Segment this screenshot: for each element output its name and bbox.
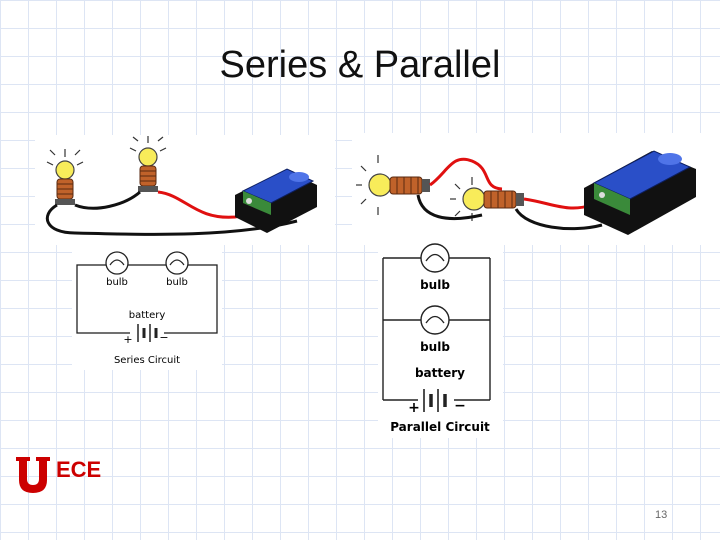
page-number: 13 [655,509,668,521]
series-schematic-battery-icon [130,323,164,343]
parallel-schematic-bulb-1-icon [420,243,450,273]
series-illustration [35,135,335,245]
parallel-schematic: bulb bulb battery + − Parallel Circuit [378,240,503,438]
series-minus-sign: − [159,331,168,344]
series-bulb-2-label: bulb [166,277,188,288]
parallel-plus-sign: + [408,400,420,416]
series-battery-icon [235,168,317,233]
parallel-illustration-svg [356,150,696,235]
parallel-battery-icon [584,150,696,235]
parallel-schematic-bulb-2-icon [420,305,450,335]
parallel-bulb-1-icon [356,155,430,215]
series-caption: Series Circuit [114,355,180,366]
series-schematic: bulb bulb battery + − Series Circuit [72,245,222,370]
series-illustration-svg [45,136,317,236]
u-ece-logo-svg: ECE [16,457,101,493]
parallel-schematic-svg: bulb bulb battery + − Parallel Circuit [382,243,491,434]
series-schematic-bulb-1-icon [105,251,129,275]
parallel-caption: Parallel Circuit [390,420,490,434]
parallel-wire-black-1 [416,194,483,221]
parallel-schematic-battery-icon [418,388,454,414]
u-block-icon [16,457,50,493]
parallel-wire-red-2 [523,197,593,210]
parallel-bulb-2-label: bulb [420,340,450,354]
series-schematic-bulb-2-icon [165,251,189,275]
parallel-wire-black-2 [514,208,603,231]
slide-title: Series & Parallel [219,44,501,86]
parallel-bulb-2-icon [450,177,524,221]
series-wire-black [45,203,298,236]
ece-logo-text: ECE [56,457,101,482]
series-bulb-1-label: bulb [106,277,128,288]
series-schematic-svg: bulb bulb battery + − Series Circuit [76,251,218,366]
series-battery-label: battery [129,310,166,321]
parallel-illustration [352,133,720,245]
parallel-bulb-1-label: bulb [420,278,450,292]
parallel-minus-sign: − [454,398,466,414]
parallel-wire-red-1 [429,157,503,191]
series-bulb-2-icon [129,136,167,192]
series-bulb-1-icon [46,149,84,205]
parallel-battery-label: battery [415,366,465,380]
u-ece-logo: ECE [14,455,124,500]
series-plus-sign: + [123,333,132,346]
series-wire-red [157,190,250,219]
series-wire-link [74,190,141,210]
